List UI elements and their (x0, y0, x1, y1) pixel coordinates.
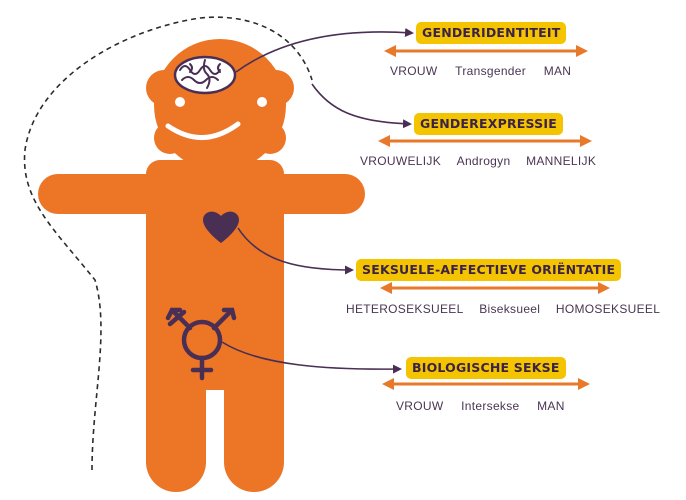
label-expression: GENDEREXPRESSIE (414, 113, 563, 135)
human-figure (38, 39, 365, 492)
scale-expression: VROUWELIJK Androgyn MANNELIJK (360, 154, 596, 168)
scale-left: VROUW (396, 399, 444, 413)
label-orientation: SEKSUELE-AFFECTIEVE ORIËNTATIE (356, 259, 621, 281)
scale-middle: Intersekse (461, 399, 519, 413)
spectrum-arrow-identity (384, 45, 588, 57)
spectrum-arrow-sex (382, 378, 590, 390)
scale-sex: VROUW Intersekse MAN (396, 399, 565, 413)
scale-middle: Androgyn (457, 154, 511, 168)
scale-identity: VROUW Transgender MAN (390, 64, 571, 78)
spectrum-arrow-orientation (380, 282, 610, 294)
scale-right: HOMOSEKSUEEL (556, 302, 660, 316)
scale-orientation: HETEROSEKSUEEL Biseksueel HOMOSEKSUEEL (346, 302, 660, 316)
brain-icon (175, 57, 235, 93)
scale-right: MAN (544, 64, 572, 78)
scale-middle: Transgender (455, 64, 526, 78)
label-sex: BIOLOGISCHE SEKSE (406, 357, 566, 379)
scale-middle: Biseksueel (479, 302, 540, 316)
scale-right: MANNELIJK (526, 154, 596, 168)
scale-left: VROUWELIJK (360, 154, 441, 168)
scale-right: MAN (537, 399, 565, 413)
right-eye (257, 97, 267, 107)
scale-left: VROUW (390, 64, 438, 78)
label-identity: GENDERIDENTITEIT (416, 22, 566, 44)
spectrum-arrow-expression (378, 135, 592, 147)
scale-left: HETEROSEKSUEEL (346, 302, 464, 316)
left-eye (175, 97, 185, 107)
connector-expression (312, 84, 410, 124)
